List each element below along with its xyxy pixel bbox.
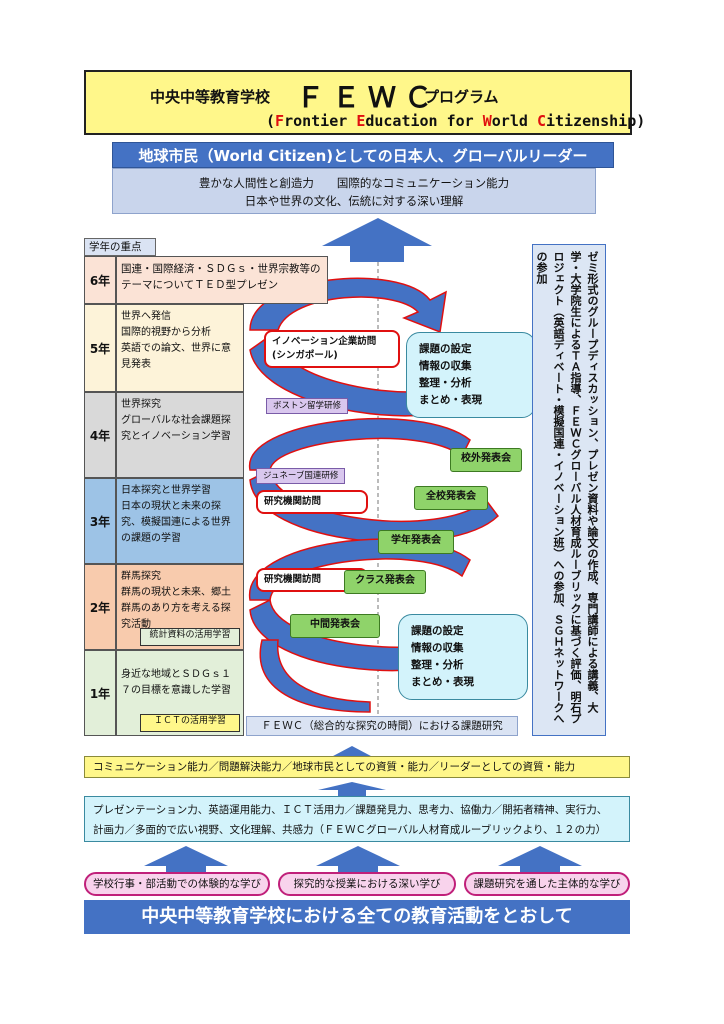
word-education: ducation for <box>365 112 483 130</box>
school-name: 中央中等教育学校 <box>150 88 271 106</box>
up-arrow-top <box>322 218 432 262</box>
grade-focus-header: 学年の重点 <box>84 238 156 256</box>
cycle-step: 整理・分析 <box>419 377 472 389</box>
callout-geneva: ジュネーブ国連研修 <box>256 468 346 484</box>
word-frontier: rontier <box>284 112 357 130</box>
presentation-midterm: 中間発表会 <box>290 614 380 638</box>
grade-2-label: 2年 <box>84 564 116 650</box>
pillar-events: 学校行事・部活動での体験的な学び <box>84 872 270 896</box>
inquiry-cycle-bottom: 課題の設定 情報の収集 整理・分析 まとめ・表現 <box>398 614 528 700</box>
fewc-research-bar: ＦＥＷＣ（総合的な探究の時間）における課題研究 <box>246 716 518 736</box>
cycle-step: 課題の設定 <box>419 343 472 355</box>
callout-research-visit-3: 研究機関訪問 <box>256 490 368 514</box>
word-citizenship: itizenship) <box>545 112 646 130</box>
pillar-research: 課題研究を通した主体的な学び <box>464 872 630 896</box>
program-english: (Frontier Education for World Citizenshi… <box>266 112 645 130</box>
presentation-external: 校外発表会 <box>450 448 522 472</box>
grade-6-label: 6年 <box>84 256 116 304</box>
presentation-class: クラス発表会 <box>344 570 426 594</box>
activities-panel: ゼミ形式のグループディスカッション、プレゼン資料や論文の作成、専門講師による講義… <box>532 244 606 736</box>
abilities-line-1: プレゼンテーション力、英語運用能力、ＩＣＴ活用力／課題発見力、思考力、協働力／開… <box>93 804 608 816</box>
inquiry-cycle-top: 課題の設定 情報の収集 整理・分析 まとめ・表現 <box>406 332 536 418</box>
goal-line-2: 日本や世界の文化、伝統に対する深い理解 <box>244 194 464 208</box>
badge-statistics: 統計資料の活用学習 <box>140 628 240 646</box>
grade-3-label: 3年 <box>84 478 116 564</box>
activities-text: ゼミ形式のグループディスカッション、プレゼン資料や論文の作成、専門講師による講義… <box>535 251 599 724</box>
cycle-step: 課題の設定 <box>411 625 464 637</box>
callout-boston: ボストン留学研修 <box>266 398 349 414</box>
abilities-line-2: 計画力／多面的で広い視野、文化理解、共感力（ＦＥＷＣグローバル人材育成ルーブリッ… <box>93 824 607 836</box>
grade-4-desc: 世界探究 グローバルな社会課題探究とイノベーション学習 <box>116 392 244 478</box>
goal-citizen-banner: 地球市民（World Citizen)としての日本人、グローバルリーダー <box>112 142 614 168</box>
up-arrow-pillar-2 <box>316 846 400 874</box>
program-header: 中央中等教育学校 ＦＥＷＣ プログラム (Frontier Education … <box>84 70 645 135</box>
presentation-school: 全校発表会 <box>414 486 488 510</box>
badge-ict: ＩＣＴの活用学習 <box>140 714 240 732</box>
callout-innovation-visit: イノベーション企業訪問 (シンガポール) <box>264 330 400 368</box>
goal-line-1: 豊かな人間性と創造力 国際的なコミュニケーション能力 <box>198 176 510 190</box>
letter-w: W <box>482 112 492 130</box>
program-name: ＦＥＷＣ <box>296 81 441 114</box>
grade-3-desc: 日本探究と世界学習 日本の現状と未来の探究、模擬国連による世界の課題の学習 <box>116 478 244 564</box>
paren: ( <box>266 112 276 130</box>
cycle-step: 整理・分析 <box>411 659 464 671</box>
footer-banner: 中央中等教育学校における全ての教育活動をとおして <box>84 900 630 934</box>
grade-5-desc: 世界へ発信 国際的視野から分析 英語での論文、世界に意見発表 <box>116 304 244 392</box>
cycle-step: 情報の収集 <box>411 642 464 654</box>
program-suffix: プログラム <box>424 88 499 106</box>
word-world: orld <box>491 112 537 130</box>
letter-c: C <box>536 112 546 130</box>
grade-1-label: 1年 <box>84 650 116 736</box>
grade-5-label: 5年 <box>84 304 116 392</box>
spiral-band-2 <box>249 418 471 471</box>
cycle-step: まとめ・表現 <box>411 676 474 688</box>
up-arrow-pillar-1 <box>144 846 228 874</box>
grade-6-desc: 国連・国際経済・ＳＤＧｓ・世界宗教等のテーマについてＴＥＤ型プレゼン <box>116 256 328 304</box>
cycle-step: 情報の収集 <box>419 360 472 372</box>
spiral-band-6 <box>259 639 371 713</box>
grade-4-label: 4年 <box>84 392 116 478</box>
up-arrow-skills <box>318 782 386 796</box>
letter-e: E <box>356 112 366 130</box>
goal-abilities: 豊かな人間性と創造力 国際的なコミュニケーション能力 日本や世界の文化、伝統に対… <box>112 168 596 214</box>
letter-f: F <box>275 112 285 130</box>
pillar-classes: 探究的な授業における深い学び <box>278 872 456 896</box>
core-competencies: コミュニケーション能力／問題解決能力／地球市民としての資質・能力／リーダーとして… <box>84 756 630 778</box>
twelve-abilities: プレゼンテーション力、英語運用能力、ＩＣＴ活用力／課題発見力、思考力、協働力／開… <box>84 796 630 842</box>
cycle-step: まとめ・表現 <box>419 394 482 406</box>
up-arrow-pillar-3 <box>498 846 582 874</box>
presentation-grade: 学年発表会 <box>378 530 454 554</box>
